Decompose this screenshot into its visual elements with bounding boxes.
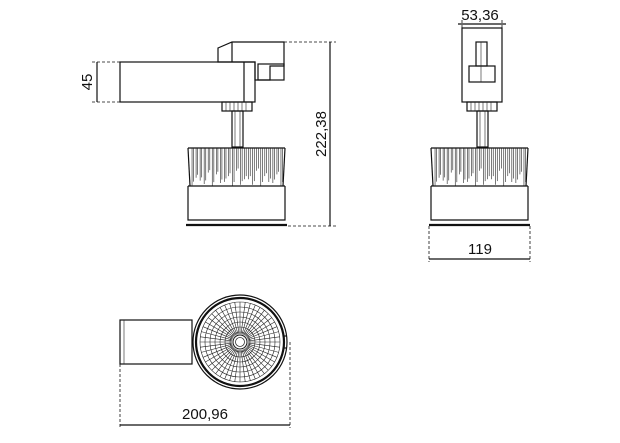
side-head-fins xyxy=(187,147,286,187)
front-head-body xyxy=(430,186,529,221)
top-reflector-grid xyxy=(199,301,281,383)
front-collar xyxy=(466,101,498,112)
side-view: 45 222,38 xyxy=(79,41,336,227)
dim-label-119: 119 xyxy=(468,241,492,258)
dim-label-53-36: 53,36 xyxy=(461,7,499,24)
dim-label-200-96: 200,96 xyxy=(182,406,228,423)
dim-200-96: 200,96 xyxy=(119,342,291,428)
dim-119: 119 xyxy=(428,226,531,262)
top-adapter-body xyxy=(119,319,193,365)
dim-label-222-38: 222,38 xyxy=(313,111,330,157)
dim-label-45: 45 xyxy=(79,74,96,91)
front-head-fins xyxy=(430,147,529,187)
side-adapter-body xyxy=(119,61,256,103)
dim-53-36: 53,36 xyxy=(458,7,506,28)
front-adapter-body xyxy=(461,27,503,103)
front-stem xyxy=(476,110,489,148)
side-stem xyxy=(231,110,244,148)
dim-45: 45 xyxy=(79,61,120,103)
front-view: 53,36 119 xyxy=(428,7,531,262)
front-adapter-plug xyxy=(468,65,496,83)
top-view: 200,96 xyxy=(119,294,291,428)
side-collar xyxy=(221,101,253,112)
top-head-outer-ring xyxy=(192,294,288,390)
side-top-connector xyxy=(217,41,285,81)
dim-222-38: 222,38 xyxy=(284,41,336,227)
side-head-body xyxy=(187,186,286,221)
